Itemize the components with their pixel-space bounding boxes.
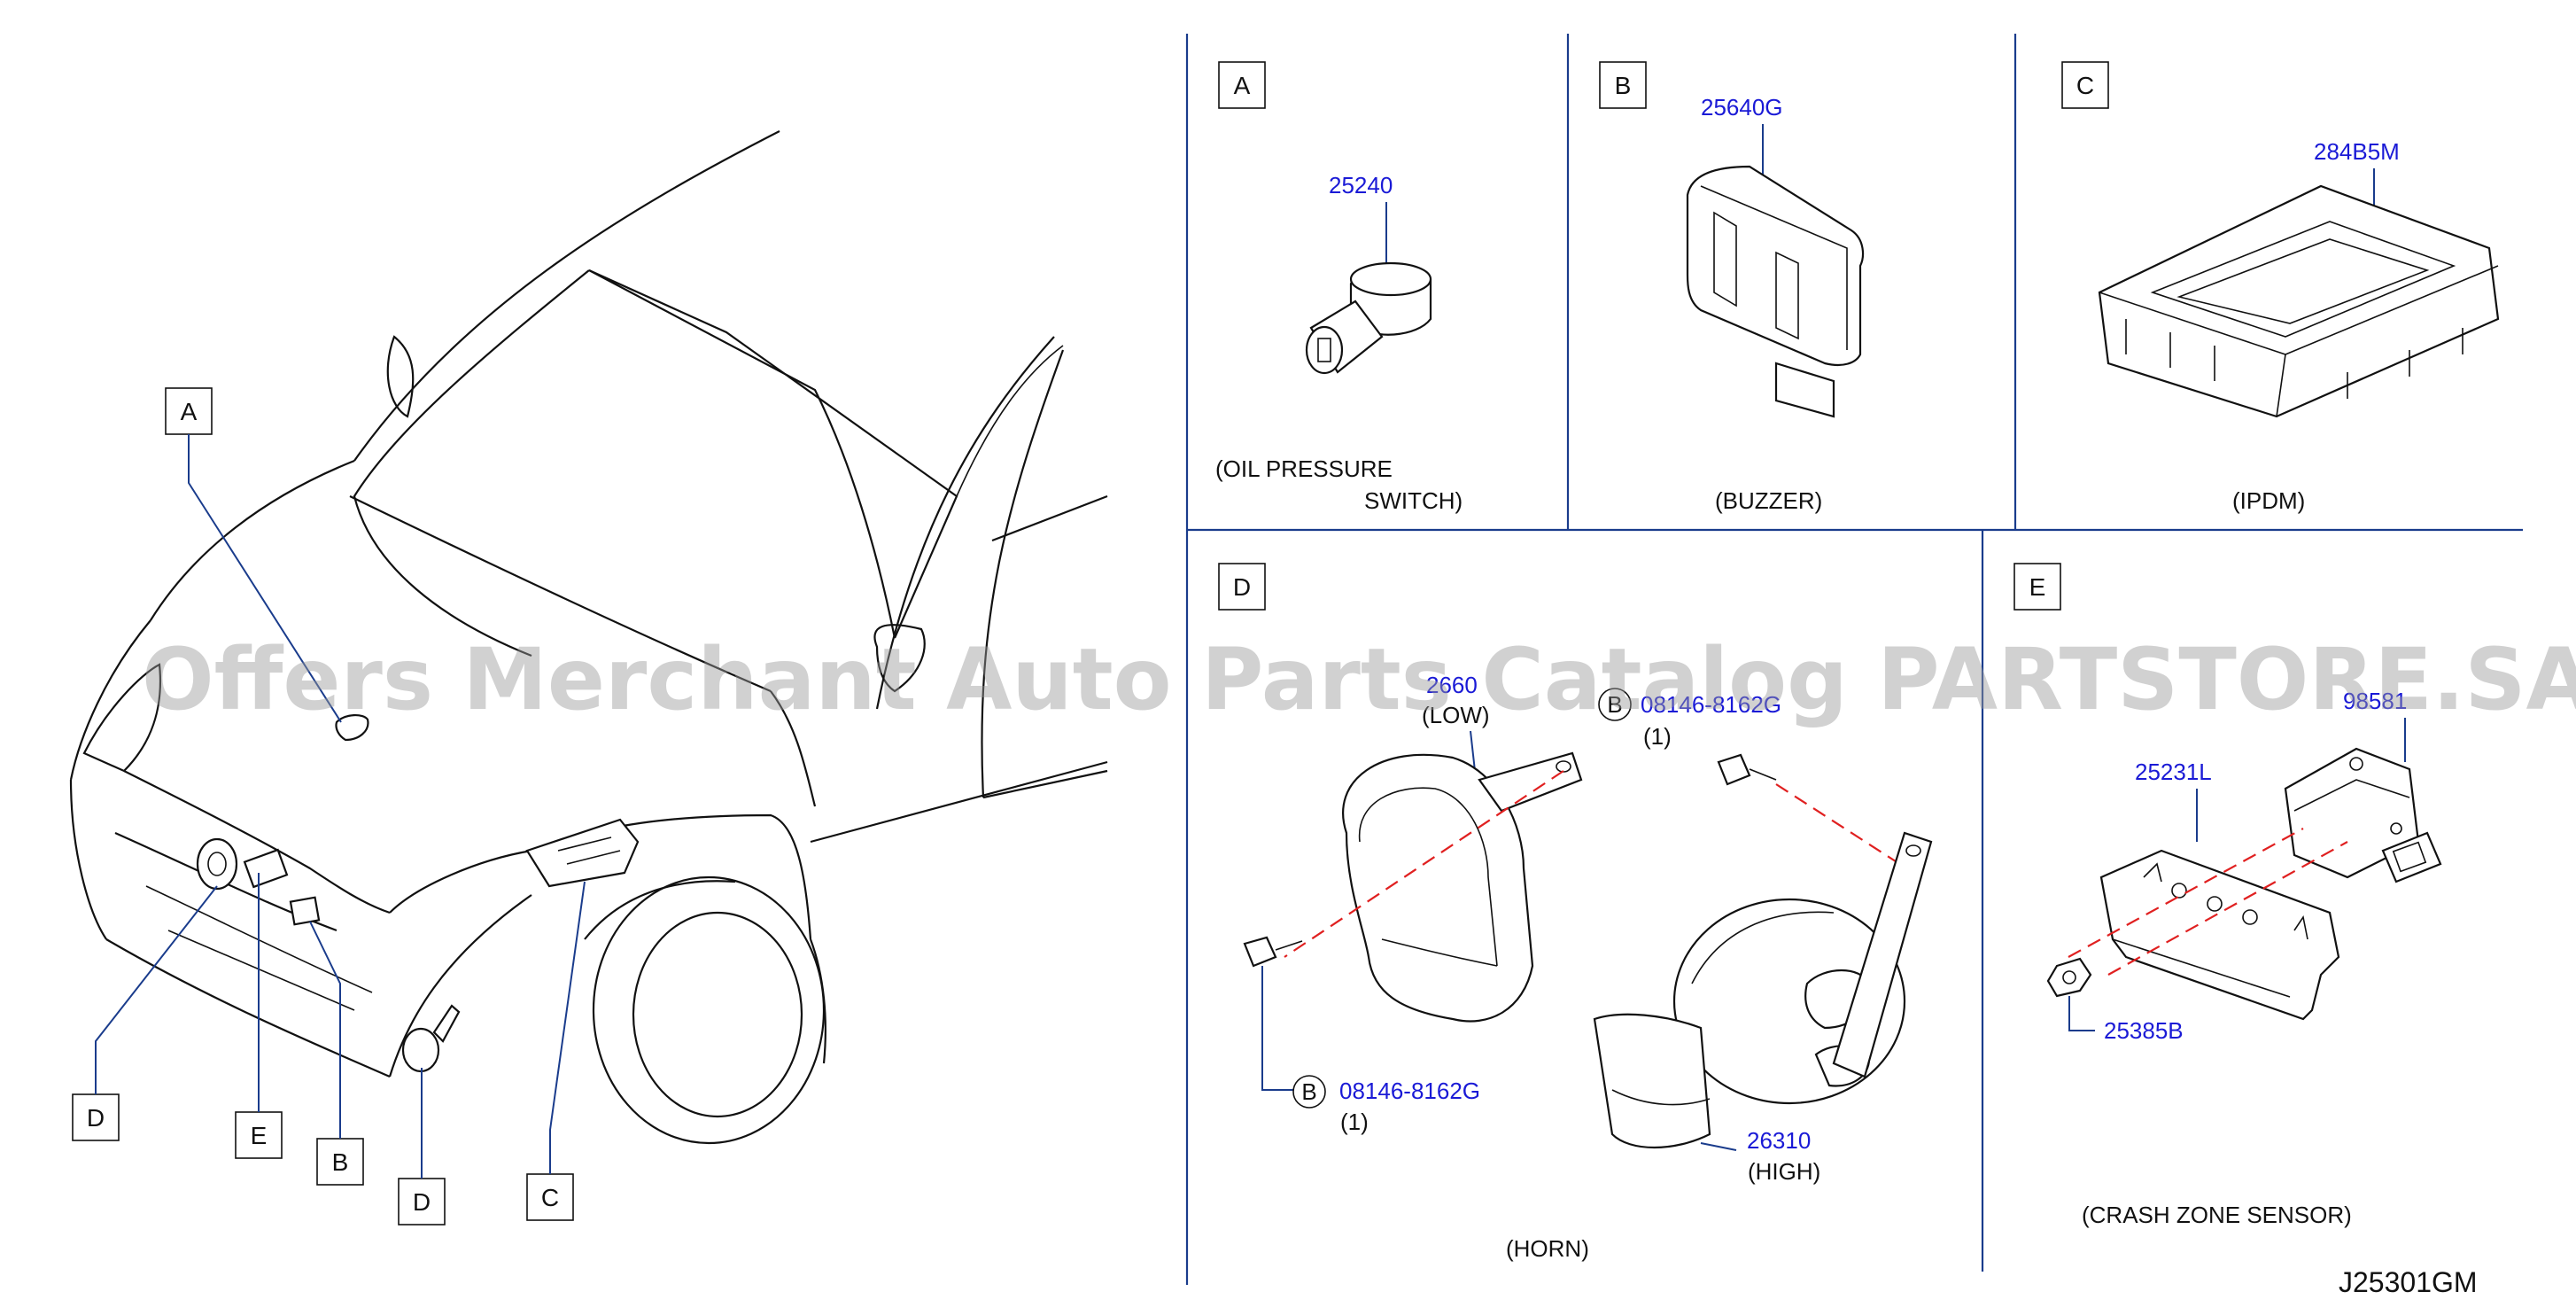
horn-low-part-number: 2660 (1426, 672, 1478, 698)
panel-b-caption: (BUZZER) (1715, 487, 1822, 514)
panel-e-caption: (CRASH ZONE SENSOR) (2082, 1202, 2352, 1228)
watermark-text: Offers Merchant Auto Parts Catalog PARTS… (142, 630, 2576, 729)
bolt-bottom-circle-letter: B (1301, 1078, 1316, 1105)
horn-low-label: (LOW) (1422, 702, 1490, 728)
panel-e-letter: E (2029, 573, 2046, 601)
panel-d-letter: D (1233, 573, 1251, 601)
panel-c-letter: C (2076, 72, 2094, 99)
panel-a-caption-line1: (OIL PRESSURE (1215, 455, 1393, 482)
vehicle-overview: A D E B D C (69, 130, 1108, 1226)
bolt-top-circle-letter: B (1607, 691, 1622, 718)
diagram-code: J25301GM (2339, 1266, 2478, 1298)
callout-a: A (181, 398, 198, 425)
bolt-bottom-part-number: 08146-8162G (1339, 1078, 1480, 1104)
panel-a-part-number: 25240 (1329, 172, 1393, 198)
horn-high-label: (HIGH) (1748, 1158, 1820, 1185)
panel-c-ipdm: C 284B5M (IPDM) (2061, 61, 2500, 514)
panel-c-caption: (IPDM) (2232, 487, 2305, 514)
bolt-top-part-number: 08146-8162G (1641, 691, 1781, 718)
callout-c: C (541, 1184, 559, 1211)
panel-c-part-number: 284B5M (2314, 138, 2400, 165)
callout-e: E (251, 1122, 268, 1149)
bolt-bottom-qty: (1) (1340, 1109, 1369, 1135)
callout-d-left: D (87, 1104, 105, 1132)
panel-a-letter: A (1234, 72, 1251, 99)
sensor-part-number: 98581 (2343, 688, 2407, 714)
panel-a-oil-pressure-switch: A 25240 (OIL PRESSURE SWITCH) (1215, 61, 1463, 514)
bolt-top-qty: (1) (1643, 723, 1672, 750)
panel-d-caption: (HORN) (1506, 1235, 1589, 1262)
bracket-part-number: 25231L (2135, 759, 2212, 785)
callout-b: B (332, 1148, 349, 1176)
nut-part-number: 25385B (2104, 1017, 2184, 1044)
panel-d-horn: D 2660 (LOW) B 08146-8162G (1) B 08146-8… (1218, 563, 1933, 1262)
panel-a-caption-line2: SWITCH) (1364, 487, 1463, 514)
panel-frames (1185, 34, 2523, 1285)
panel-b-part-number: 25640G (1701, 94, 1783, 121)
horn-high-part-number: 26310 (1747, 1127, 1811, 1154)
panel-b-buzzer: B 25640G (BUZZER) (1599, 61, 1865, 514)
panel-e-crash-zone-sensor: E 98581 25231L 25385B (CRASH ZONE SENSOR… (2013, 563, 2442, 1228)
panel-b-letter: B (1615, 72, 1632, 99)
callout-d-right: D (413, 1188, 431, 1216)
